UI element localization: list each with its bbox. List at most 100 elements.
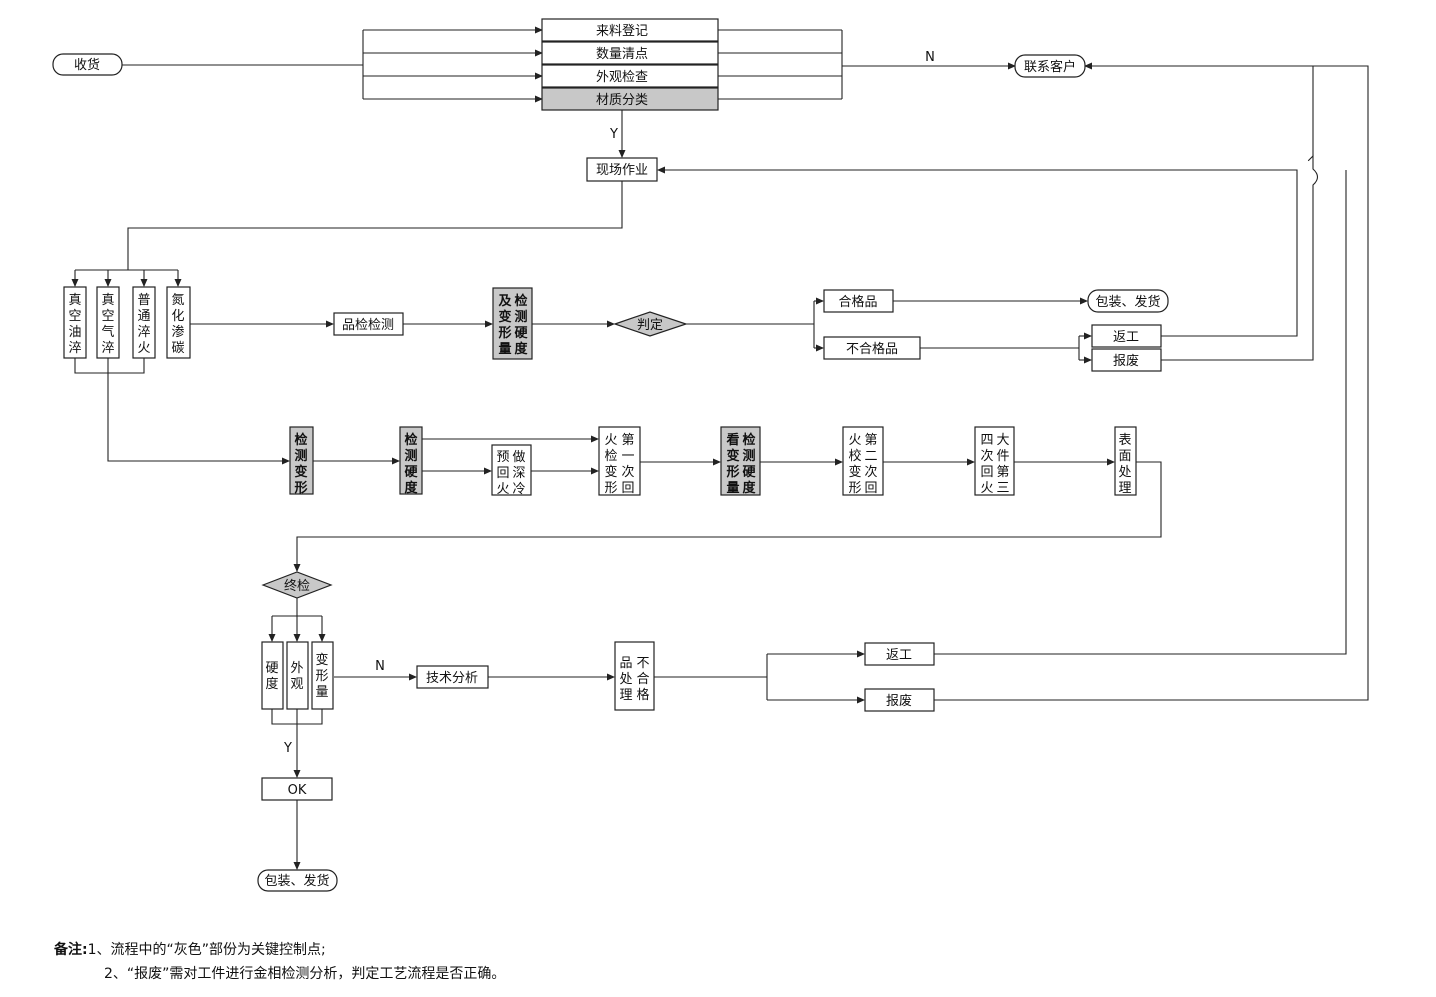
edge-label-n-contact: N <box>925 50 935 65</box>
svg-text:回: 回 <box>621 481 634 496</box>
node-preheat-temper: 预 做 回 深 火 冷 <box>491 444 532 497</box>
svg-text:量: 量 <box>726 481 739 496</box>
node-vacuum-oil-quench: 真 空 油 淬 <box>63 286 87 359</box>
svg-text:形: 形 <box>848 481 861 496</box>
svg-text:度: 度 <box>742 480 756 496</box>
svg-text:表: 表 <box>1118 433 1131 448</box>
svg-text:硬: 硬 <box>742 465 756 480</box>
svg-text:深: 深 <box>512 466 525 481</box>
svg-text:面: 面 <box>1118 449 1131 464</box>
node-visual: 外 观 <box>286 641 309 710</box>
svg-text:形: 形 <box>315 669 328 684</box>
node-fail: 不合格品 <box>823 336 921 360</box>
svg-text:校: 校 <box>848 448 861 464</box>
svg-text:测: 测 <box>404 448 417 464</box>
svg-text:联系客户: 联系客户 <box>1024 59 1076 75</box>
notes-item-1: 1、流程中的“灰色”部份为关键控制点; <box>87 942 326 958</box>
svg-text:形: 形 <box>498 326 511 341</box>
svg-text:返工: 返工 <box>886 648 912 663</box>
edge-label-y-ok: Y <box>283 741 292 756</box>
svg-text:硬: 硬 <box>404 465 418 480</box>
svg-text:理: 理 <box>1118 481 1131 496</box>
notes-item-2: 2、“报废”需对工件进行金相检测分析，判定工艺流程是否正确。 <box>104 966 506 982</box>
svg-text:第: 第 <box>864 433 877 448</box>
node-final-inspection: 终检 <box>261 571 333 599</box>
svg-text:报废: 报废 <box>1113 353 1139 369</box>
node-appearance-check: 外观检查 <box>541 64 719 88</box>
node-material-registration: 来料登记 <box>541 18 719 42</box>
svg-text:处: 处 <box>1118 465 1131 480</box>
svg-text:形: 形 <box>604 481 617 496</box>
svg-text:品: 品 <box>619 656 632 671</box>
svg-text:氮: 氮 <box>171 293 184 308</box>
node-nitriding: 氮 化 渗 碳 <box>166 286 191 359</box>
svg-text:变: 变 <box>726 448 739 464</box>
svg-text:测: 测 <box>294 448 307 464</box>
node-third-temper: 四 大 次 件 回 第 火 三 <box>974 426 1015 496</box>
notes-line-2: 2、“报废”需对工件进行金相检测分析，判定工艺流程是否正确。 <box>104 963 505 983</box>
svg-text:通: 通 <box>137 309 150 324</box>
svg-text:淬: 淬 <box>101 341 114 356</box>
svg-text:做: 做 <box>512 450 525 465</box>
svg-text:格: 格 <box>636 687 649 703</box>
node-onsite-work: 现场作业 <box>586 157 658 182</box>
node-detect-deformation: 检 测 变 形 <box>289 426 314 496</box>
svg-text:处: 处 <box>619 672 632 687</box>
node-pack-ship-2: 包装、发货 <box>257 869 338 892</box>
svg-text:及: 及 <box>498 294 512 309</box>
node-deformation-amount: 变 形 量 <box>311 641 334 710</box>
svg-text:淬: 淬 <box>68 341 81 356</box>
svg-text:来料登记: 来料登记 <box>596 24 648 39</box>
svg-text:OK: OK <box>288 783 307 798</box>
svg-text:回: 回 <box>980 465 993 480</box>
svg-text:一: 一 <box>621 449 634 464</box>
svg-text:火: 火 <box>137 341 150 356</box>
svg-text:技术分析: 技术分析 <box>426 671 478 686</box>
svg-text:变: 变 <box>848 464 861 480</box>
node-hardness: 硬 度 <box>261 641 284 710</box>
svg-text:检: 检 <box>604 449 617 464</box>
node-vacuum-gas-quench: 真 空 气 淬 <box>96 286 120 359</box>
svg-text:火: 火 <box>604 433 617 448</box>
svg-text:检: 检 <box>404 432 417 448</box>
svg-text:观: 观 <box>290 677 303 692</box>
svg-text:返工: 返工 <box>1113 330 1139 345</box>
svg-text:硬: 硬 <box>265 661 278 676</box>
svg-text:真: 真 <box>68 293 81 308</box>
svg-text:真: 真 <box>101 293 114 308</box>
svg-text:终检: 终检 <box>284 578 310 594</box>
svg-text:空: 空 <box>68 309 81 324</box>
svg-text:回: 回 <box>864 481 877 496</box>
svg-text:现场作业: 现场作业 <box>596 163 648 178</box>
node-technical-analysis: 技术分析 <box>416 665 489 689</box>
svg-text:变: 变 <box>498 309 511 325</box>
svg-text:检: 检 <box>294 432 307 448</box>
svg-text:四: 四 <box>980 433 993 448</box>
svg-text:化: 化 <box>171 309 184 324</box>
edge-label-y-onsite: Y <box>609 127 618 142</box>
node-quality-inspection: 品检检测 <box>333 312 404 336</box>
svg-text:变: 变 <box>294 464 307 480</box>
svg-text:普: 普 <box>137 293 150 308</box>
svg-text:外观检查: 外观检查 <box>596 70 648 85</box>
svg-text:形: 形 <box>726 465 739 480</box>
svg-text:不合格品: 不合格品 <box>846 341 898 357</box>
svg-text:预: 预 <box>496 450 509 465</box>
svg-text:第: 第 <box>621 433 634 448</box>
svg-text:火: 火 <box>980 481 993 496</box>
svg-text:形: 形 <box>294 481 307 496</box>
svg-text:硬: 硬 <box>514 326 528 341</box>
svg-text:碳: 碳 <box>171 341 184 356</box>
svg-text:大: 大 <box>996 433 1009 448</box>
svg-text:包装、发货: 包装、发货 <box>1095 294 1160 310</box>
svg-text:收货: 收货 <box>74 57 100 73</box>
svg-text:检: 检 <box>514 293 527 309</box>
node-check-deformation-hardness: 看 检 变 测 形 硬 量 度 <box>720 426 761 496</box>
svg-text:外: 外 <box>290 661 303 676</box>
svg-text:渗: 渗 <box>171 325 184 340</box>
svg-text:看: 看 <box>726 432 739 448</box>
node-judge-decision: 判定 <box>613 311 688 337</box>
node-scrap-1: 报废 <box>1091 348 1162 372</box>
svg-text:次: 次 <box>621 464 634 480</box>
